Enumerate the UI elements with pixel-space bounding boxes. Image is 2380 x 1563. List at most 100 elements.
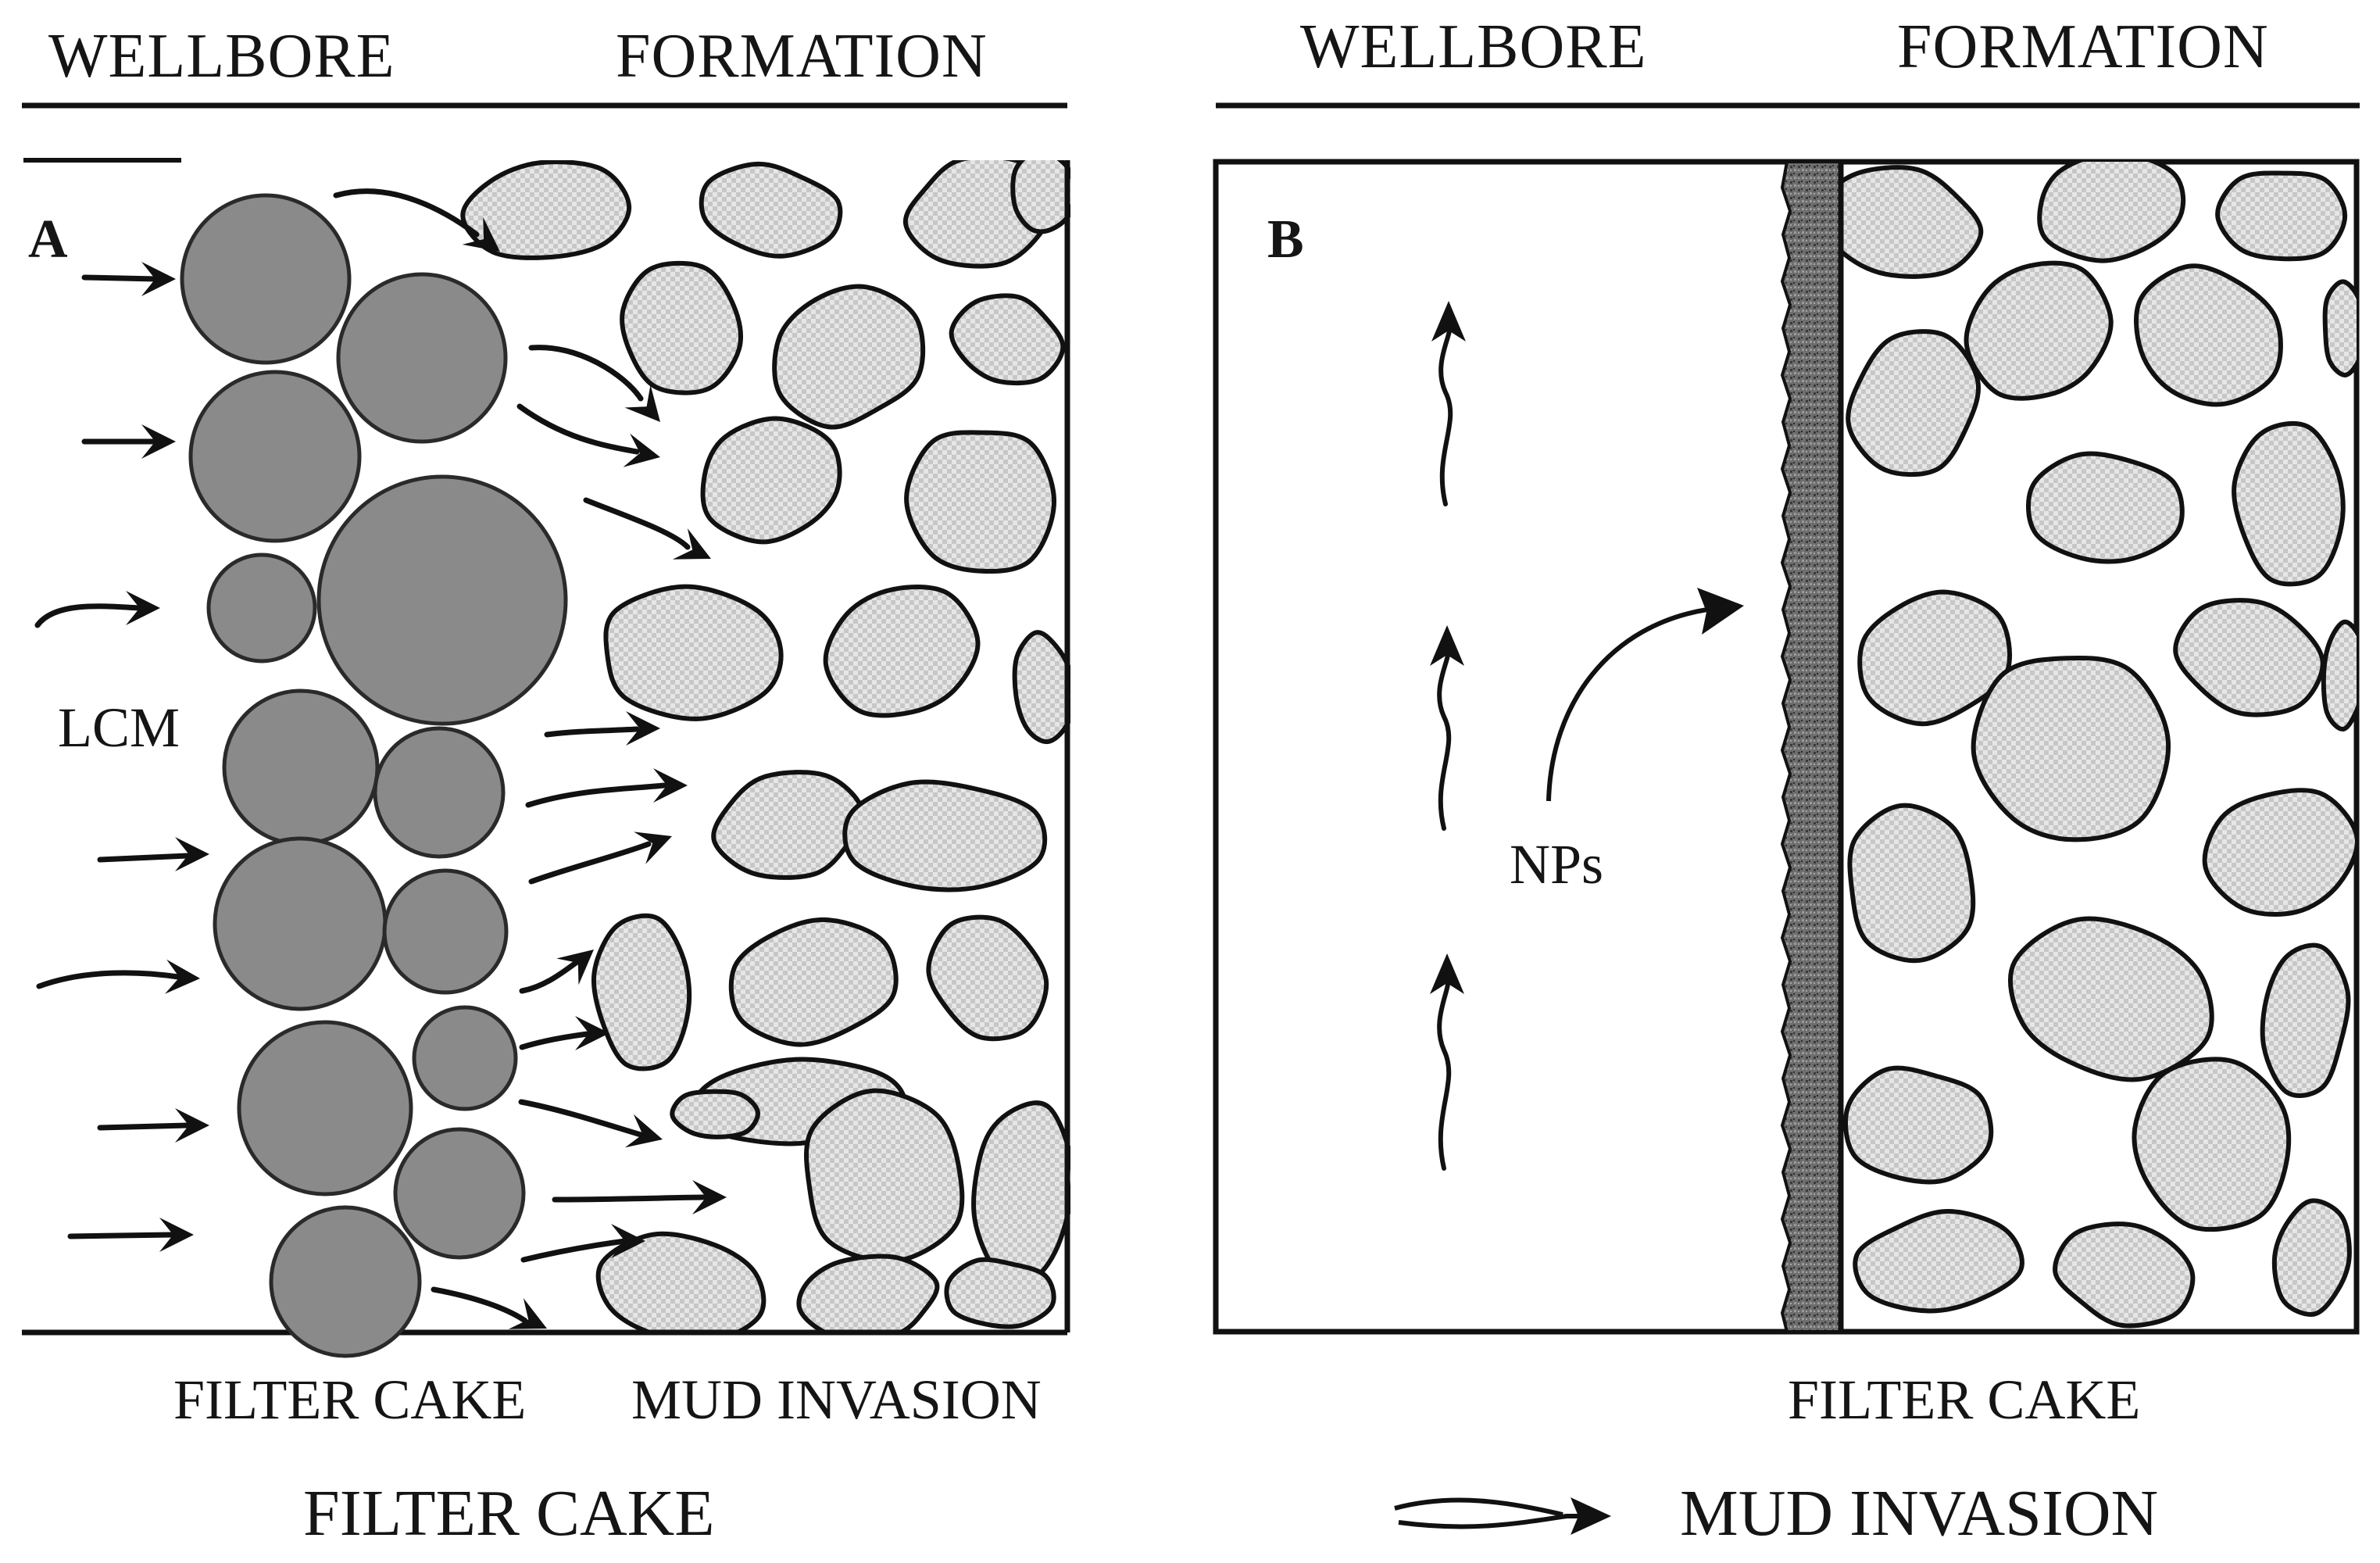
panel-a-mud-invasion-label: MUD INVASION [631,1368,1042,1431]
arrow-right-icon [634,832,672,864]
arrow-right-icon [575,1016,609,1050]
formation-grain [804,1088,965,1264]
lcm-particle [412,1005,518,1111]
formation-grain [1814,165,1984,279]
panel-a-wellbore-label: WELLBORE [48,22,395,91]
arrow-right-icon [175,837,209,871]
formation-grain [670,1089,760,1139]
formation-grain [1857,589,2012,727]
mud-flow-arrows-a [34,188,727,1329]
arrow-right-icon [165,959,200,994]
arrow-right-icon [462,216,500,252]
flow-arrow-shaft [528,345,644,402]
flow-arrow-shaft [583,497,691,550]
lcm-particle [213,836,388,1011]
formation-grain [2132,1057,2292,1232]
lcm-particle [180,193,352,365]
formation-grain [1846,329,1981,477]
formation-grain [603,584,784,721]
formation-grain [2232,420,2346,587]
flow-arrow-shaft [544,726,640,738]
arrow-right-icon [141,424,176,459]
formation-grain [2260,942,2351,1098]
arrow-right-icon [556,950,594,985]
lcm-particle [269,1205,422,1358]
flow-arrow-shaft [431,1286,528,1324]
arrow-right-icon [159,1218,194,1252]
arrow-right-icon [624,1114,663,1148]
formation-grains-b [1814,162,2357,1329]
formation-grain [2321,619,2357,731]
flow-arrow-shaft [520,1238,628,1263]
formation-grain [1012,630,1070,745]
flow-arrow-shaft [552,1194,706,1203]
formation-grain [460,160,632,260]
arrow-right-icon [126,591,160,625]
formation-grain [620,260,743,395]
panel-a-filter-cake-label: FILTER CAKE [173,1368,527,1431]
arrow-right-icon [692,1180,727,1214]
wavy-arrow-up-icon [1438,322,1453,506]
lcm-particle [336,272,508,444]
formation-grain [971,1100,1070,1285]
panel-b-filter-cake-label: FILTER CAKE [1788,1368,2141,1431]
lcm-particle [222,689,380,846]
flow-arrow-shaft [81,274,159,282]
flow-arrow-shaft [525,782,667,808]
formation-grain [2134,263,2283,407]
flow-arrow-shaft [519,958,581,994]
upward-flow-arrows [1430,301,1466,1171]
panel-a-caption: FILTER CAKE [303,1477,715,1550]
arrow-right-icon [141,262,176,296]
lcm-label: LCM [58,696,180,759]
formation-grain [595,1231,767,1332]
lcm-particles [180,193,568,1358]
panel-a-letter: A [28,209,68,270]
formation-grain [2322,279,2357,377]
formation-grain [1853,1208,2024,1314]
formation-grain [1971,655,2171,842]
arrow-up-head [1431,301,1466,342]
panel-b-formation-label: FORMATION [1897,13,2269,81]
formation-grain [944,1257,1056,1329]
formation-grain [1843,1065,1994,1185]
flow-arrow-shaft [519,1030,597,1050]
arrow-right-icon [624,384,660,422]
flow-arrow-shaft [528,841,652,885]
lcm-particle [188,370,362,543]
legend-arrow-head [1571,1497,1611,1535]
formation-grain [700,416,842,545]
formation-grain [2025,451,2185,564]
lcm-particle [373,726,506,859]
formation-grain [728,917,899,1047]
flow-arrow-shaft [34,603,142,628]
flow-arrow-shaft [516,403,640,455]
curved-arrow-icon [1546,607,1708,802]
formation-grain [699,161,843,259]
arrow-right-icon [611,1224,645,1258]
formation-grain [949,293,1066,386]
flow-arrow-shaft [333,188,480,238]
lcm-particle [237,1020,413,1196]
formation-grain [711,770,865,880]
flow-arrow-shaft [36,970,181,989]
formation-grain [772,284,926,430]
nps-label: NPs [1510,833,1604,896]
formation-grain [1964,260,2114,401]
wavy-arrow-up-icon [1437,646,1452,831]
arrow-up-head [1430,625,1464,666]
formation-grain [842,779,1048,892]
panel-b-wellbore-label: WELLBORE [1300,13,1647,81]
curved-arrow-head [1697,588,1744,635]
formation-grain [2037,162,2186,263]
lcm-particle [316,474,568,726]
arrow-right-icon [653,768,688,803]
panel-a [22,102,1070,1358]
arrow-up-head [1430,953,1464,994]
formation-grain [926,914,1049,1042]
flow-arrow-shaft [67,1232,175,1239]
arrow-right-icon [623,433,660,467]
formation-grain [2202,788,2357,917]
